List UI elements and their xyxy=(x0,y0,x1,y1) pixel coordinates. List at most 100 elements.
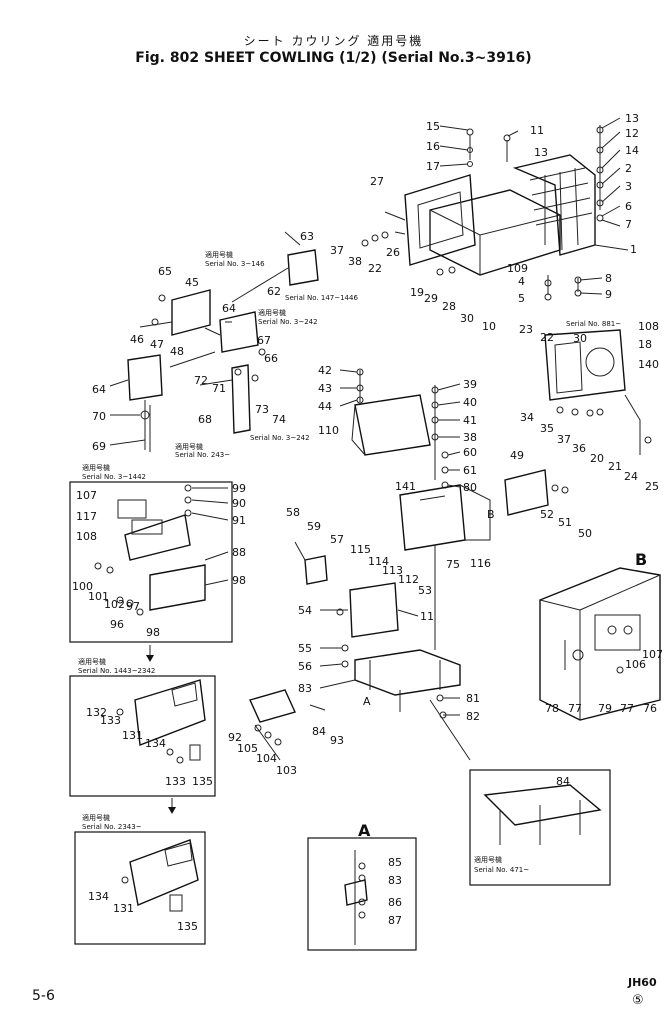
part-83-b: 83 xyxy=(388,874,402,887)
part-133-b: 133 xyxy=(165,775,186,788)
part-4: 4 xyxy=(518,275,525,288)
view-b-box xyxy=(539,567,661,721)
part-52: 52 xyxy=(540,508,554,521)
variant-box-3 xyxy=(74,831,206,945)
view-a-box xyxy=(307,837,417,951)
part-141: 141 xyxy=(395,480,416,493)
part-22-b: 22 xyxy=(540,331,554,344)
part-68: 68 xyxy=(198,413,212,426)
part-74: 74 xyxy=(272,413,286,426)
view-label-a: A xyxy=(358,821,371,840)
part-27: 27 xyxy=(370,175,384,188)
part-134-b: 134 xyxy=(88,890,109,903)
part-114: 114 xyxy=(368,555,389,568)
note-serial-3-146-jp: 適用号機 xyxy=(205,250,233,259)
part-57: 57 xyxy=(330,533,344,546)
part-59: 59 xyxy=(307,520,321,533)
part-99: 99 xyxy=(232,482,246,495)
note-frame-serial: Serial No. 471~ xyxy=(474,866,529,874)
part-25: 25 xyxy=(645,480,659,493)
part-63: 63 xyxy=(300,230,314,243)
note-box2-jp: 適用号機 xyxy=(78,657,106,666)
part-107-b: 107 xyxy=(642,648,663,661)
part-106: 106 xyxy=(625,658,646,671)
page-number: 5-6 xyxy=(32,988,55,1004)
part-113: 113 xyxy=(382,564,403,577)
circled-number: ⑤ xyxy=(632,993,644,1008)
part-13-b: 13 xyxy=(625,112,639,125)
part-109: 109 xyxy=(507,262,528,275)
part-17: 17 xyxy=(426,160,440,173)
part-21: 21 xyxy=(608,460,622,473)
part-93: 93 xyxy=(330,734,344,747)
part-46: 46 xyxy=(130,333,144,346)
part-38: 38 xyxy=(348,255,362,268)
part-6: 6 xyxy=(625,200,632,213)
part-105: 105 xyxy=(237,742,258,755)
part-62: 62 xyxy=(267,285,281,298)
part-30: 30 xyxy=(460,312,474,325)
part-73: 73 xyxy=(255,403,269,416)
part-41: 41 xyxy=(463,414,477,427)
note-serial-243: Serial No. 243~ xyxy=(175,451,230,459)
part-49: 49 xyxy=(510,449,524,462)
center-cover-assembly xyxy=(351,368,569,551)
view-label-b: B xyxy=(635,550,647,569)
part-116: 116 xyxy=(470,557,491,570)
part-82: 82 xyxy=(466,710,480,723)
note-serial-147-1446: Serial No. 147~1446 xyxy=(285,294,358,302)
part-117: 117 xyxy=(76,510,97,523)
part-131-b: 131 xyxy=(113,902,134,915)
left-bracket-assembly xyxy=(127,249,319,452)
part-9: 9 xyxy=(605,288,612,301)
part-72: 72 xyxy=(194,374,208,387)
part-81: 81 xyxy=(466,692,480,705)
note-serial-3-242-jp: 適用号機 xyxy=(258,308,286,317)
note-serial-881: Serial No. 881~ xyxy=(566,320,621,328)
note-serial-3-242-b: Serial No. 3~242 xyxy=(250,434,310,442)
note-box3-jp: 適用号機 xyxy=(82,813,110,822)
part-92: 92 xyxy=(228,731,242,744)
part-131: 131 xyxy=(122,729,143,742)
note-serial-243-jp: 適用号機 xyxy=(175,442,203,451)
part-96: 96 xyxy=(110,618,124,631)
part-56: 56 xyxy=(298,660,312,673)
part-84: 84 xyxy=(312,725,326,738)
part-135-b: 135 xyxy=(177,920,198,933)
note-serial-3-146: Serial No. 3~146 xyxy=(205,260,265,268)
note-box1-jp: 適用号機 xyxy=(82,463,110,472)
part-14: 14 xyxy=(625,144,639,157)
part-108: 108 xyxy=(638,320,659,333)
part-37-b: 37 xyxy=(557,433,571,446)
note-serial-3-242: Serial No. 3~242 xyxy=(258,318,318,326)
part-43: 43 xyxy=(318,382,332,395)
part-108-b: 108 xyxy=(76,530,97,543)
part-90: 90 xyxy=(232,497,246,510)
part-140: 140 xyxy=(638,358,659,371)
leader-lines xyxy=(109,117,629,716)
part-19: 19 xyxy=(410,286,424,299)
part-47: 47 xyxy=(150,338,164,351)
part-36: 36 xyxy=(572,442,586,455)
part-3: 3 xyxy=(625,180,632,193)
title-japanese: シート カウリング 適用号機 xyxy=(243,34,424,48)
part-8: 8 xyxy=(605,272,612,285)
part-22: 22 xyxy=(368,262,382,275)
part-71: 71 xyxy=(212,382,226,395)
note-box3-serial: Serial No. 2343~ xyxy=(82,823,142,831)
part-26: 26 xyxy=(386,246,400,259)
part-38-b: 38 xyxy=(463,431,477,444)
part-77-b: 77 xyxy=(620,702,634,715)
part-110: 110 xyxy=(318,424,339,437)
variant-box-1 xyxy=(69,481,233,662)
part-91: 91 xyxy=(232,514,246,527)
part-2: 2 xyxy=(625,162,632,175)
part-16: 16 xyxy=(426,140,440,153)
note-box1-serial: Serial No. 3~1442 xyxy=(82,473,146,481)
part-1: 1 xyxy=(630,243,637,256)
part-11: 11 xyxy=(530,124,544,137)
part-67: 67 xyxy=(257,334,271,347)
part-10: 10 xyxy=(482,320,496,333)
part-133: 133 xyxy=(100,714,121,727)
